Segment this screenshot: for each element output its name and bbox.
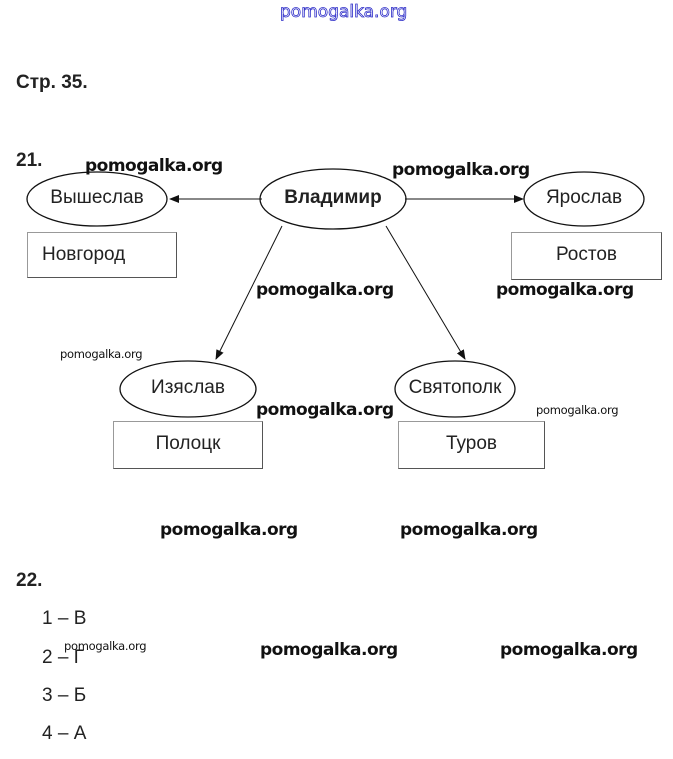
answer-1: 1 – В bbox=[42, 608, 87, 629]
city-polotsk: Полоцк bbox=[113, 421, 263, 469]
watermark: pomogalka.org bbox=[256, 280, 394, 300]
label-vladimir: Владимир bbox=[284, 187, 382, 208]
answer-2: 2 – Г bbox=[42, 647, 84, 668]
node-izyaslav bbox=[119, 360, 257, 418]
watermark: pomogalka.org bbox=[500, 640, 638, 660]
answer-4: 4 – А bbox=[42, 723, 87, 744]
label-izyaslav: Изяслав bbox=[151, 377, 225, 398]
city-novgorod: Новгород bbox=[27, 232, 177, 278]
watermark: pomogalka.org bbox=[260, 640, 398, 660]
watermark: pomogalka.org bbox=[256, 400, 394, 420]
task-22-number: 22. bbox=[16, 570, 43, 591]
label-vysheslav: Вышеслав bbox=[50, 187, 144, 208]
watermark: pomogalka.org bbox=[400, 520, 538, 540]
node-yaroslav bbox=[523, 171, 645, 227]
watermark: pomogalka.org bbox=[496, 280, 634, 300]
node-vysheslav bbox=[26, 171, 168, 227]
watermark: pomogalka.org bbox=[85, 156, 223, 176]
label-yaroslav: Ярослав bbox=[545, 187, 623, 208]
watermark-small: pomogalka.org bbox=[64, 639, 147, 653]
node-svyatopolk bbox=[394, 360, 516, 418]
arrow-to-svyatopolk bbox=[385, 225, 466, 360]
watermark-top: pomogalka.org bbox=[280, 2, 408, 23]
watermark: pomogalka.org bbox=[392, 160, 530, 180]
watermark-small: pomogalka.org bbox=[536, 403, 619, 417]
city-turov: Туров bbox=[398, 421, 545, 469]
arrow-to-izyaslav bbox=[215, 225, 283, 360]
answer-3: 3 – Б bbox=[42, 685, 87, 706]
page-heading: Стр. 35. bbox=[16, 72, 88, 93]
watermark-small: pomogalka.org bbox=[60, 347, 143, 361]
label-svyatopolk: Святополк bbox=[408, 377, 502, 398]
task-21-number: 21. bbox=[16, 150, 43, 171]
watermark: pomogalka.org bbox=[160, 520, 298, 540]
city-rostov: Ростов bbox=[511, 232, 662, 280]
